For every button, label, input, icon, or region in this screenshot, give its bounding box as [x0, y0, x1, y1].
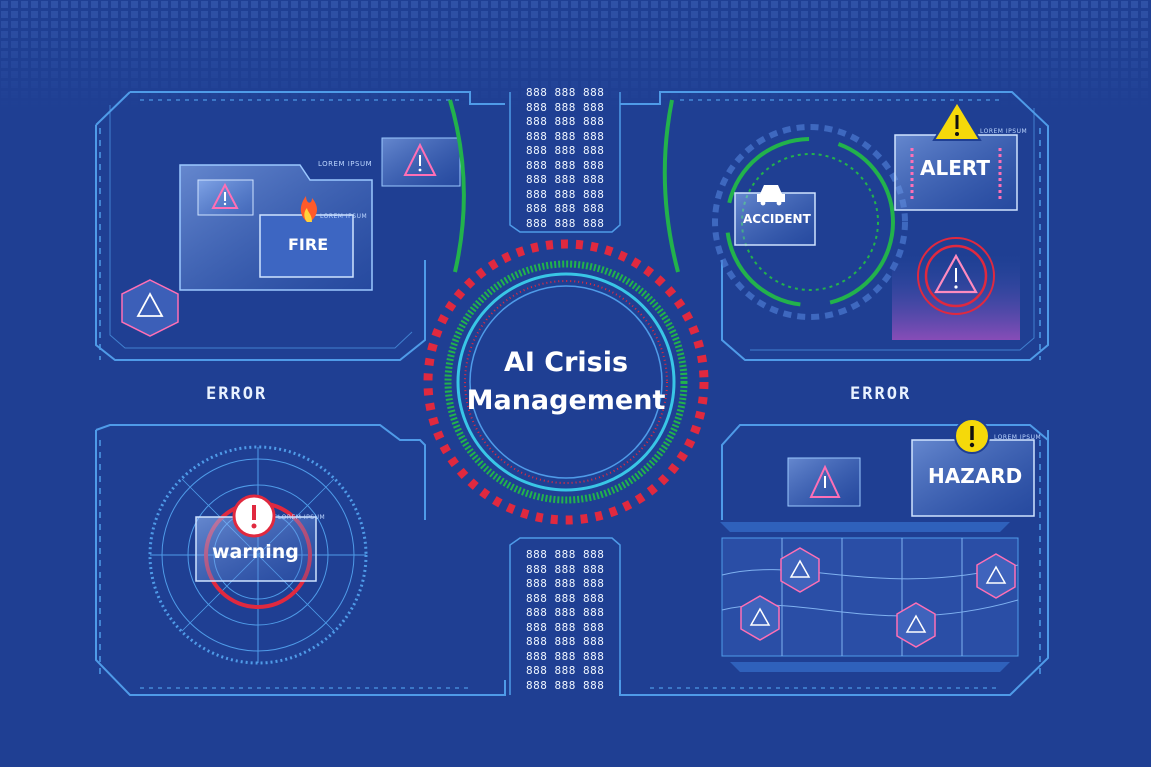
digit-row: 888 888 888: [526, 86, 605, 99]
error-label-left: ERROR: [206, 384, 268, 404]
digit-row: 888 888 888: [526, 620, 605, 634]
hazard-folder-small: [787, 457, 861, 507]
digit-row: 888 888 888: [526, 678, 605, 692]
fire-icon: [300, 196, 317, 222]
digit-row: 888 888 888: [526, 187, 605, 201]
accident-label: ACCIDENT: [743, 212, 811, 226]
warning-caption: LOREM IPSUM: [278, 514, 326, 521]
map-hex-markers: [740, 547, 1016, 648]
top-left-panel: [95, 91, 505, 361]
hex-warning-badge: [121, 279, 179, 337]
error-label-right: ERROR: [850, 384, 912, 404]
bottom-left-panel: [95, 424, 506, 696]
digit-row: 888 888 888: [526, 606, 605, 619]
center-hud-ring: [423, 239, 709, 525]
digit-row: 888 888 888: [526, 577, 605, 590]
digit-row: 888 888 888: [526, 562, 605, 576]
digit-row: 888 888 888: [526, 216, 605, 230]
folder-caption: LOREM IPSUM: [318, 160, 373, 168]
fire-caption: LOREM IPSUM: [320, 213, 368, 220]
warning-triangle-icon: [809, 464, 841, 498]
alert-caption: LOREM IPSUM: [980, 128, 1028, 135]
alert-folder-small: [381, 137, 461, 187]
hazard-map: [720, 522, 1019, 672]
digit-row: 888 888 888: [526, 173, 605, 186]
data-column-bottom: [509, 537, 621, 695]
warning-radar: [148, 445, 368, 665]
digit-row: 888 888 888: [526, 591, 605, 605]
center-title-line1: AI Crisis: [503, 347, 629, 378]
digit-row: 888 888 888: [526, 144, 605, 157]
pink-warning-display: [892, 237, 1020, 340]
hazard-label: HAZARD: [928, 464, 1023, 488]
green-bracket-right: [662, 99, 680, 273]
digit-row: 888 888 888: [526, 158, 605, 172]
green-bracket-left: [448, 99, 466, 273]
warning-label: warning: [212, 541, 299, 563]
digit-row: 888 888 888: [526, 664, 605, 677]
warning-triangle-icon: [211, 182, 239, 209]
top-right-panel: [620, 91, 1049, 361]
warning-triangle-icon: [934, 253, 978, 294]
digit-row: 888 888 888: [526, 115, 605, 128]
center-title-line2: Management: [466, 385, 666, 416]
warning-triangle-icon: [136, 292, 164, 317]
car-icon: [757, 185, 785, 202]
alert-card: [894, 100, 1018, 211]
digit-row: 888 888 888: [526, 129, 605, 143]
digit-row: 888 888 888: [526, 202, 605, 215]
hazard-card: [911, 418, 1035, 517]
warning-triangle-icon: [403, 142, 437, 176]
data-column-top: [509, 92, 621, 233]
center-title: AI Crisis Management: [446, 344, 686, 420]
fire-folder: [179, 164, 373, 291]
digit-row: 888 888 888: [526, 635, 605, 648]
digit-row: 888 888 888: [526, 649, 605, 663]
accident-radar: [712, 124, 908, 320]
digit-row: 888 888 888: [526, 548, 605, 561]
fire-label: FIRE: [288, 235, 329, 254]
accident-card: [734, 185, 816, 246]
hazard-caption: LOREM IPSUM: [994, 434, 1042, 441]
digit-row: 888 888 888: [526, 100, 605, 114]
alert-label: ALERT: [920, 156, 991, 180]
